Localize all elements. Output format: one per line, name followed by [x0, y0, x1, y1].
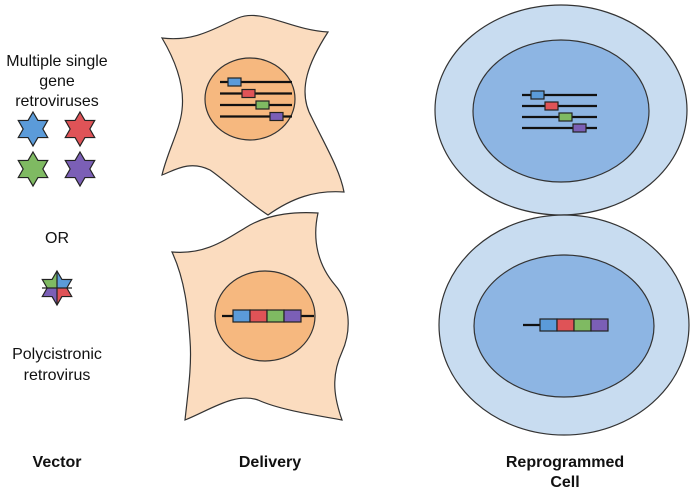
red-gene	[544, 101, 559, 111]
vector-heading: Vector	[33, 454, 82, 471]
purple-gene	[283, 309, 302, 323]
green-gene	[266, 309, 285, 323]
green-gene	[255, 100, 270, 110]
blue-gene	[227, 77, 242, 87]
green-gene	[558, 112, 573, 122]
reprogrammed-nucleus-top	[472, 39, 650, 183]
purple-quadrant	[42, 288, 57, 305]
svg-text:Multiple single: Multiple single	[6, 53, 107, 70]
red-gene	[241, 88, 256, 99]
polycistronic-label: Polycistronic retrovirus	[12, 346, 102, 384]
reprogrammed-heading-line2: Cell	[550, 474, 579, 489]
integrated-genes-reprogrammed	[522, 90, 597, 133]
integrated-genes-top	[220, 77, 292, 122]
delivery-nucleus-top	[204, 57, 296, 141]
blue-star-icon	[17, 110, 49, 148]
svg-text:gene: gene	[39, 73, 75, 90]
purple-gene	[269, 111, 284, 122]
blue-gene	[539, 318, 558, 332]
purple-gene	[572, 123, 587, 133]
red-gene	[249, 309, 268, 323]
delivery-heading: Delivery	[239, 454, 301, 471]
blue-gene	[530, 90, 545, 100]
blue-quadrant	[57, 271, 72, 288]
green-quadrant	[42, 271, 57, 288]
red-gene	[556, 318, 575, 332]
single-gene-stars	[17, 110, 96, 188]
green-star-icon	[17, 150, 49, 188]
green-gene	[573, 318, 592, 332]
red-quadrant	[57, 288, 72, 305]
reprogrammed-heading: Reprogrammed	[506, 454, 624, 471]
or-label: OR	[45, 230, 69, 247]
red-star-icon	[64, 110, 96, 148]
polycistronic-star	[41, 269, 73, 307]
purple-star-icon	[64, 150, 96, 188]
polycistronic-cassette-delivery	[222, 309, 314, 323]
svg-text:retroviruses: retroviruses	[15, 93, 99, 110]
svg-text:Polycistronic: Polycistronic	[12, 346, 102, 363]
purple-gene	[590, 318, 609, 332]
polycistronic-cassette-reprogrammed	[523, 318, 609, 332]
single-gene-label: Multiple single gene retroviruses	[6, 53, 107, 110]
svg-text:retrovirus: retrovirus	[24, 367, 91, 384]
blue-gene	[232, 309, 251, 323]
